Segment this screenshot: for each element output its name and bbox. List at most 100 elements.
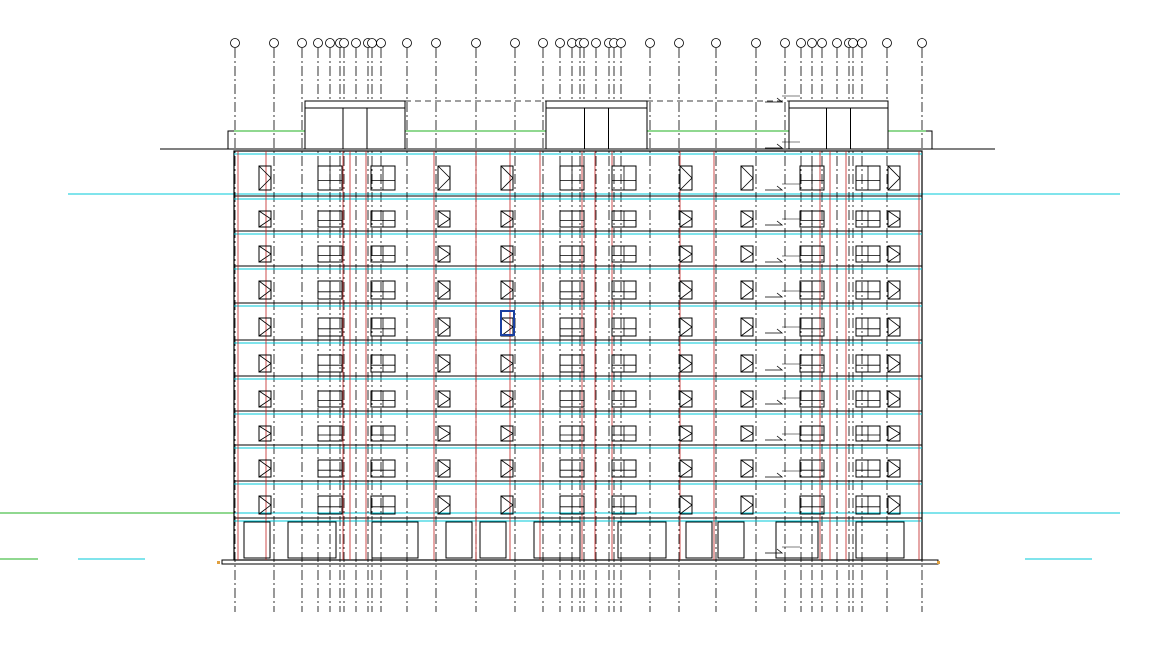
window-swing: [500, 390, 514, 408]
window: [679, 459, 693, 478]
roof-tower: [304, 100, 406, 150]
window: [679, 165, 693, 191]
window: [500, 425, 514, 442]
level-marker: [765, 399, 784, 405]
level-marker: [765, 548, 784, 554]
window-swing: [740, 210, 754, 228]
window-swing: [679, 245, 693, 263]
window: [887, 495, 901, 515]
window: [679, 210, 693, 228]
level-marker: [765, 328, 784, 334]
window: [887, 210, 901, 228]
storefront: [717, 521, 745, 559]
level-marker: [765, 220, 784, 226]
window-swing: [740, 459, 754, 478]
window-swing: [740, 165, 754, 191]
storefront: [855, 521, 905, 559]
window: [500, 210, 514, 228]
storefront: [775, 521, 819, 559]
axis-bubble: [376, 38, 386, 48]
level-marker: [765, 435, 784, 441]
window: [679, 354, 693, 373]
building-outline: [217, 100, 940, 565]
window-swing: [887, 317, 901, 337]
window: [437, 459, 451, 478]
window-swing: [500, 317, 514, 337]
axis-bubble: [431, 38, 441, 48]
window-swing: [437, 390, 451, 408]
axis-bubble: [367, 38, 377, 48]
axis-bubble: [857, 38, 867, 48]
window: [500, 280, 514, 300]
level-markers: [765, 95, 800, 554]
storefront: [617, 521, 667, 559]
window-swing: [437, 245, 451, 263]
axis-bubble: [674, 38, 684, 48]
window-swing: [258, 210, 272, 228]
level-marker: [765, 257, 784, 263]
window-swing: [679, 317, 693, 337]
axis-bubble: [832, 38, 842, 48]
window: [437, 425, 451, 442]
window-swing: [437, 210, 451, 228]
window: [258, 459, 272, 478]
window: [679, 245, 693, 263]
axis-bubble: [538, 38, 548, 48]
window-swing: [500, 425, 514, 442]
storefront: [371, 521, 419, 559]
window: [887, 354, 901, 373]
storefront: [445, 521, 473, 559]
window: [740, 317, 754, 337]
window: [740, 390, 754, 408]
axis-bubble: [751, 38, 761, 48]
axis-bubble: [780, 38, 790, 48]
window: [740, 245, 754, 263]
window-swing: [437, 165, 451, 191]
window-swing: [887, 390, 901, 408]
storefront: [479, 521, 507, 559]
window: [258, 425, 272, 442]
window: [679, 317, 693, 337]
level-marker: [765, 292, 784, 298]
level-marker: [765, 97, 784, 103]
window-swing: [679, 425, 693, 442]
window: [258, 317, 272, 337]
window: [258, 495, 272, 515]
axis-bubble: [230, 38, 240, 48]
axis-bubble: [848, 38, 858, 48]
window-swing: [437, 459, 451, 478]
window-swing: [258, 495, 272, 515]
window: [500, 459, 514, 478]
window-swing: [679, 354, 693, 373]
window: [500, 317, 514, 337]
axis-bubble: [882, 38, 892, 48]
window: [258, 245, 272, 263]
storefront: [685, 521, 713, 559]
storefront: [243, 521, 271, 559]
storefront: [287, 521, 337, 559]
axis-bubble: [269, 38, 279, 48]
storefront: [533, 521, 581, 559]
window: [258, 210, 272, 228]
axis-bubble: [339, 38, 349, 48]
axis-bubble: [616, 38, 626, 48]
level-marker: [765, 365, 784, 371]
window: [887, 425, 901, 442]
axis-bubble: [471, 38, 481, 48]
roof-tower: [545, 100, 648, 150]
window: [500, 165, 514, 191]
window-swing: [258, 354, 272, 373]
axis-bubble: [313, 38, 323, 48]
selected-window[interactable]: [500, 310, 515, 336]
axis-bubble: [579, 38, 589, 48]
window: [437, 245, 451, 263]
window-swing: [887, 245, 901, 263]
axis-bubble: [591, 38, 601, 48]
window: [740, 280, 754, 300]
window: [679, 280, 693, 300]
window-swing: [437, 317, 451, 337]
window: [740, 425, 754, 442]
window-swing: [437, 280, 451, 300]
